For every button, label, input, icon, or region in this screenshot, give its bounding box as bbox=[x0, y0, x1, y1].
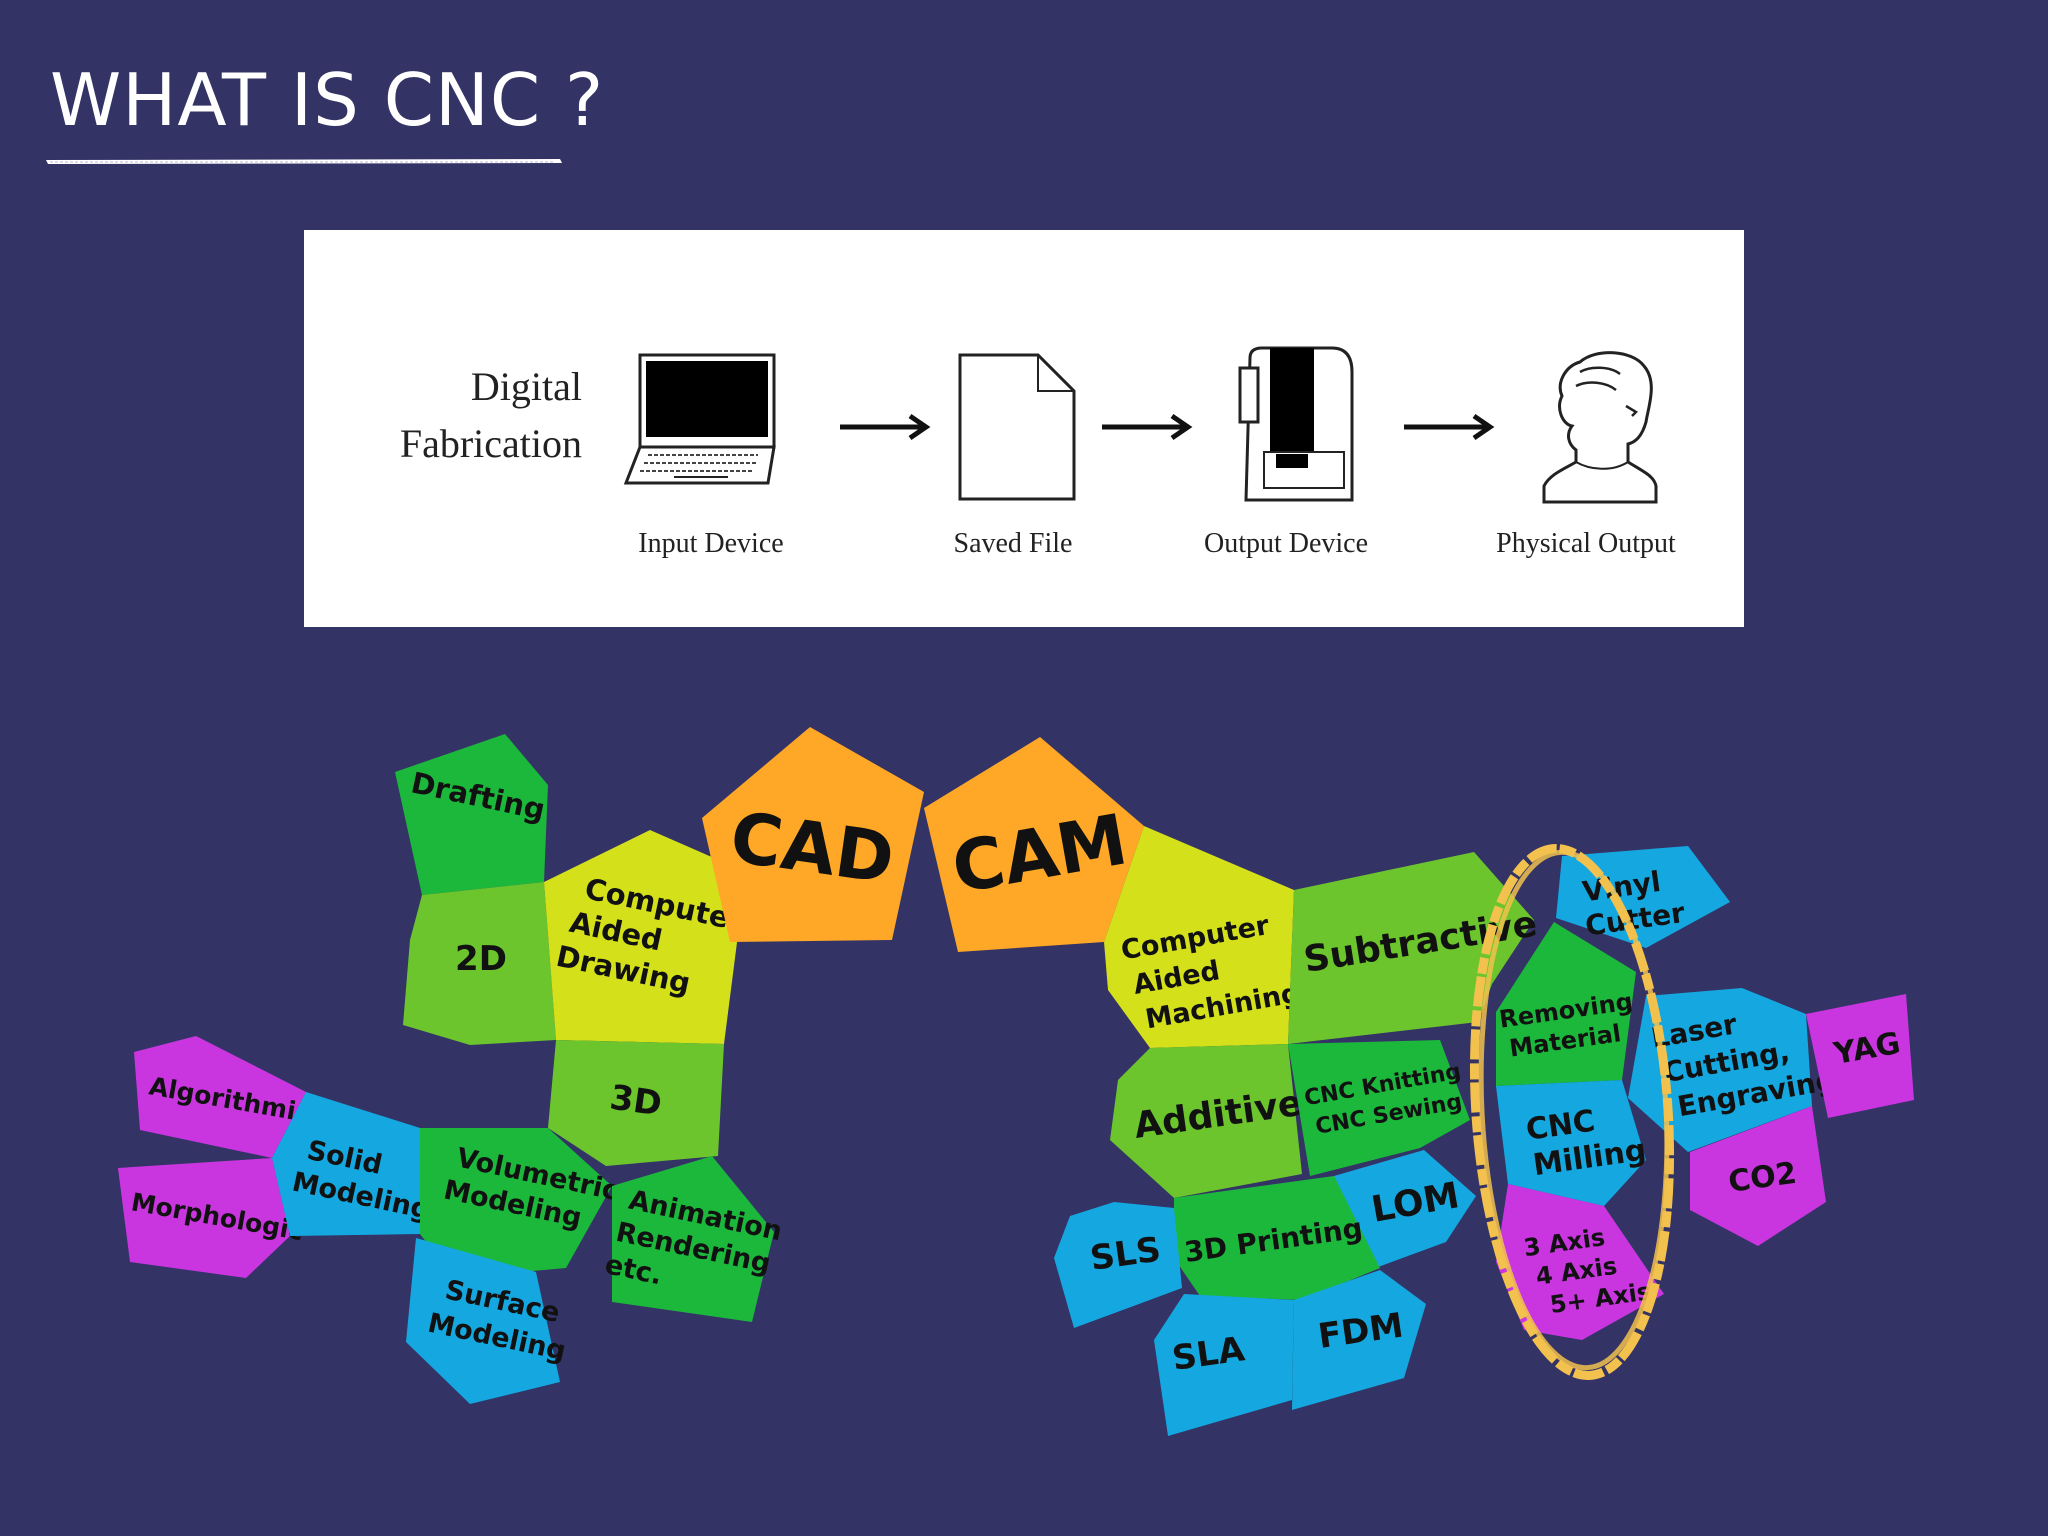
arrow-right-icon bbox=[1102, 413, 1193, 441]
bust-sculpture-icon bbox=[1542, 351, 1658, 504]
file-icon bbox=[958, 353, 1076, 501]
3d-label: 3D bbox=[607, 1078, 664, 1125]
digital-fabrication-panel: Digital Fabrication bbox=[304, 230, 1744, 627]
volumetric-modeling-tile bbox=[420, 1128, 612, 1278]
removing-material-tile bbox=[1496, 922, 1636, 1086]
drafting-tile bbox=[395, 734, 548, 895]
axis-tile bbox=[1496, 1184, 1664, 1340]
3d-tile bbox=[548, 1040, 724, 1166]
morphologic-tile bbox=[118, 1158, 290, 1278]
cnc-highlight-circle bbox=[1469, 844, 1675, 1380]
2d-tile bbox=[403, 882, 556, 1045]
step-label-physical-output: Physical Output bbox=[1496, 528, 1676, 559]
sla-tile bbox=[1154, 1294, 1294, 1436]
cad-tile bbox=[702, 727, 924, 942]
arrow-right-icon bbox=[1404, 413, 1495, 441]
animation-rendering-tile bbox=[612, 1156, 774, 1322]
computer-aided-drawing-tile bbox=[544, 830, 746, 1044]
yag-tile bbox=[1806, 994, 1914, 1118]
cnc-knitting-tile bbox=[1288, 1040, 1470, 1176]
svg-text:Vinyl Cutter: Vinyl Cutter bbox=[1578, 862, 1687, 942]
subtractive-tile bbox=[1288, 852, 1534, 1044]
arrow-right-icon bbox=[840, 413, 931, 441]
3d-printing-tile bbox=[1174, 1176, 1380, 1300]
svg-text:Volumetric Modeling: Volumetric Modeling bbox=[441, 1141, 630, 1242]
computer-aided-machining-tile bbox=[1104, 826, 1294, 1048]
additive-tile bbox=[1110, 1044, 1302, 1198]
sls-label: SLS bbox=[1088, 1229, 1164, 1278]
svg-text:CNC Milling: CNC Milling bbox=[1524, 1097, 1649, 1183]
slide-title: WHAT IS CNC ? bbox=[50, 58, 605, 142]
title-underline bbox=[46, 159, 562, 164]
3d-printer-icon bbox=[1238, 346, 1354, 502]
step-label-saved-file: Saved File bbox=[954, 528, 1073, 559]
fabrication-heading-line1: Digital bbox=[471, 364, 582, 409]
2d-label: 2D bbox=[455, 939, 507, 979]
co2-tile bbox=[1690, 1106, 1826, 1246]
fdm-tile bbox=[1292, 1270, 1426, 1410]
sls-tile bbox=[1054, 1202, 1182, 1328]
fabrication-flow-diagram: Digital Fabrication bbox=[400, 346, 1676, 559]
cam-tile bbox=[924, 737, 1144, 952]
step-label-output-device: Output Device bbox=[1204, 528, 1368, 559]
lom-tile bbox=[1334, 1150, 1476, 1270]
surface-modeling-tile bbox=[406, 1238, 560, 1404]
laptop-icon bbox=[623, 353, 776, 485]
laser-cutting-tile bbox=[1628, 988, 1812, 1152]
cnc-milling-tile bbox=[1496, 1080, 1646, 1206]
fabrication-heading-line2: Fabrication bbox=[400, 421, 582, 466]
solid-modeling-tile bbox=[272, 1092, 420, 1236]
step-label-input-device: Input Device bbox=[638, 528, 783, 559]
algorithmic-tile bbox=[134, 1036, 306, 1158]
